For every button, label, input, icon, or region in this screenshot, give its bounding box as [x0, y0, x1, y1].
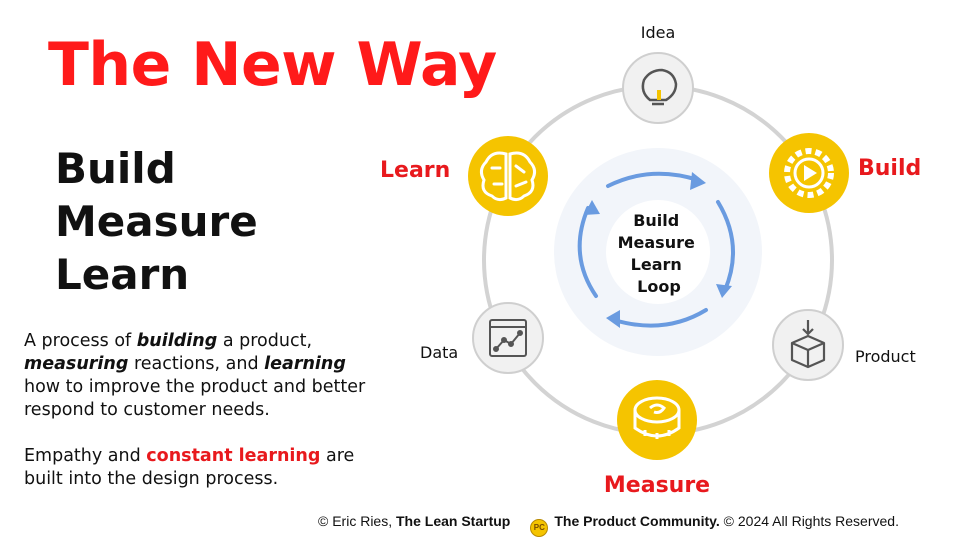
center-label: Build Measure Learn Loop — [618, 211, 701, 296]
label-idea: Idea — [641, 23, 676, 42]
footer-rights: © 2024 All Rights Reserved. — [719, 513, 899, 529]
package-box-icon — [790, 320, 826, 369]
center-label-line-3: Learn — [631, 255, 682, 274]
description: A process of building a product, measuri… — [24, 330, 374, 514]
emphasis-term: learning — [264, 354, 346, 374]
description-text: how to improve the product and better re… — [24, 377, 366, 420]
lightbulb-icon — [641, 68, 678, 106]
description-text: are built into the design process. — [24, 446, 355, 489]
gear-play-icon — [784, 148, 834, 198]
label-learn: Learn — [380, 158, 450, 183]
footer-org: The Product Community. — [554, 513, 720, 529]
arrowhead-left — [584, 200, 600, 215]
description-paragraph-2: Empathy and constant learning are built … — [24, 445, 374, 491]
arrowhead-top — [690, 172, 706, 190]
tape-measure-icon — [633, 396, 681, 439]
product-community-logo: PC — [530, 519, 549, 537]
node-product: Product — [772, 309, 916, 381]
loop-arrows — [577, 171, 735, 328]
highlight-term: constant learning — [146, 446, 321, 466]
description-text: reactions, and — [128, 354, 265, 374]
loop-arrow-top — [606, 171, 700, 188]
inner-center — [606, 200, 710, 304]
brain-icon — [479, 151, 537, 202]
bml-build: Build — [55, 144, 176, 193]
node-learn: Learn — [380, 136, 548, 216]
bml-heading: Build Measure Learn — [55, 142, 258, 301]
footer: © Eric Ries, The Lean Startup PC The Produ… — [318, 513, 899, 537]
label-build: Build — [858, 156, 921, 181]
description-text: A process of — [24, 331, 137, 351]
center-label-line-1: Build — [633, 211, 679, 230]
emphasis-term: measuring — [24, 354, 129, 374]
footer-credit-book: The Lean Startup — [396, 513, 511, 529]
measure-circle — [617, 380, 697, 460]
arrowhead-right — [716, 284, 732, 298]
description-paragraph-1: A process of building a product, measuri… — [24, 330, 374, 422]
description-text: Empathy and — [24, 446, 147, 466]
bml-measure: Measure — [55, 197, 258, 246]
node-data: Data — [420, 302, 544, 374]
learn-circle — [468, 136, 548, 216]
loop-arrow-left — [577, 206, 598, 298]
idea-circle — [622, 52, 694, 124]
arrowhead-bottom — [606, 310, 620, 328]
center-label-line-2: Measure — [618, 233, 695, 252]
page-title: The New Way — [48, 30, 497, 100]
label-measure: Measure — [604, 473, 710, 498]
label-product: Product — [855, 347, 916, 366]
footer-credit-prefix: © Eric Ries, — [318, 513, 396, 529]
line-chart-icon — [489, 319, 527, 357]
node-build: Build — [769, 133, 921, 213]
label-data: Data — [420, 343, 458, 362]
bml-learn: Learn — [55, 250, 190, 299]
node-measure: Measure — [604, 380, 710, 498]
loop-arrow-right — [716, 200, 735, 292]
loop-arrow-bottom — [612, 308, 708, 328]
lightbulb-filament — [657, 90, 661, 100]
loop-arrowheads — [584, 172, 732, 328]
product-circle — [772, 309, 844, 381]
data-circle — [472, 302, 544, 374]
description-text: a product, — [217, 331, 313, 351]
center-label-line-4: Loop — [637, 277, 681, 296]
emphasis-term: building — [136, 331, 218, 351]
node-idea: Idea — [622, 23, 694, 124]
